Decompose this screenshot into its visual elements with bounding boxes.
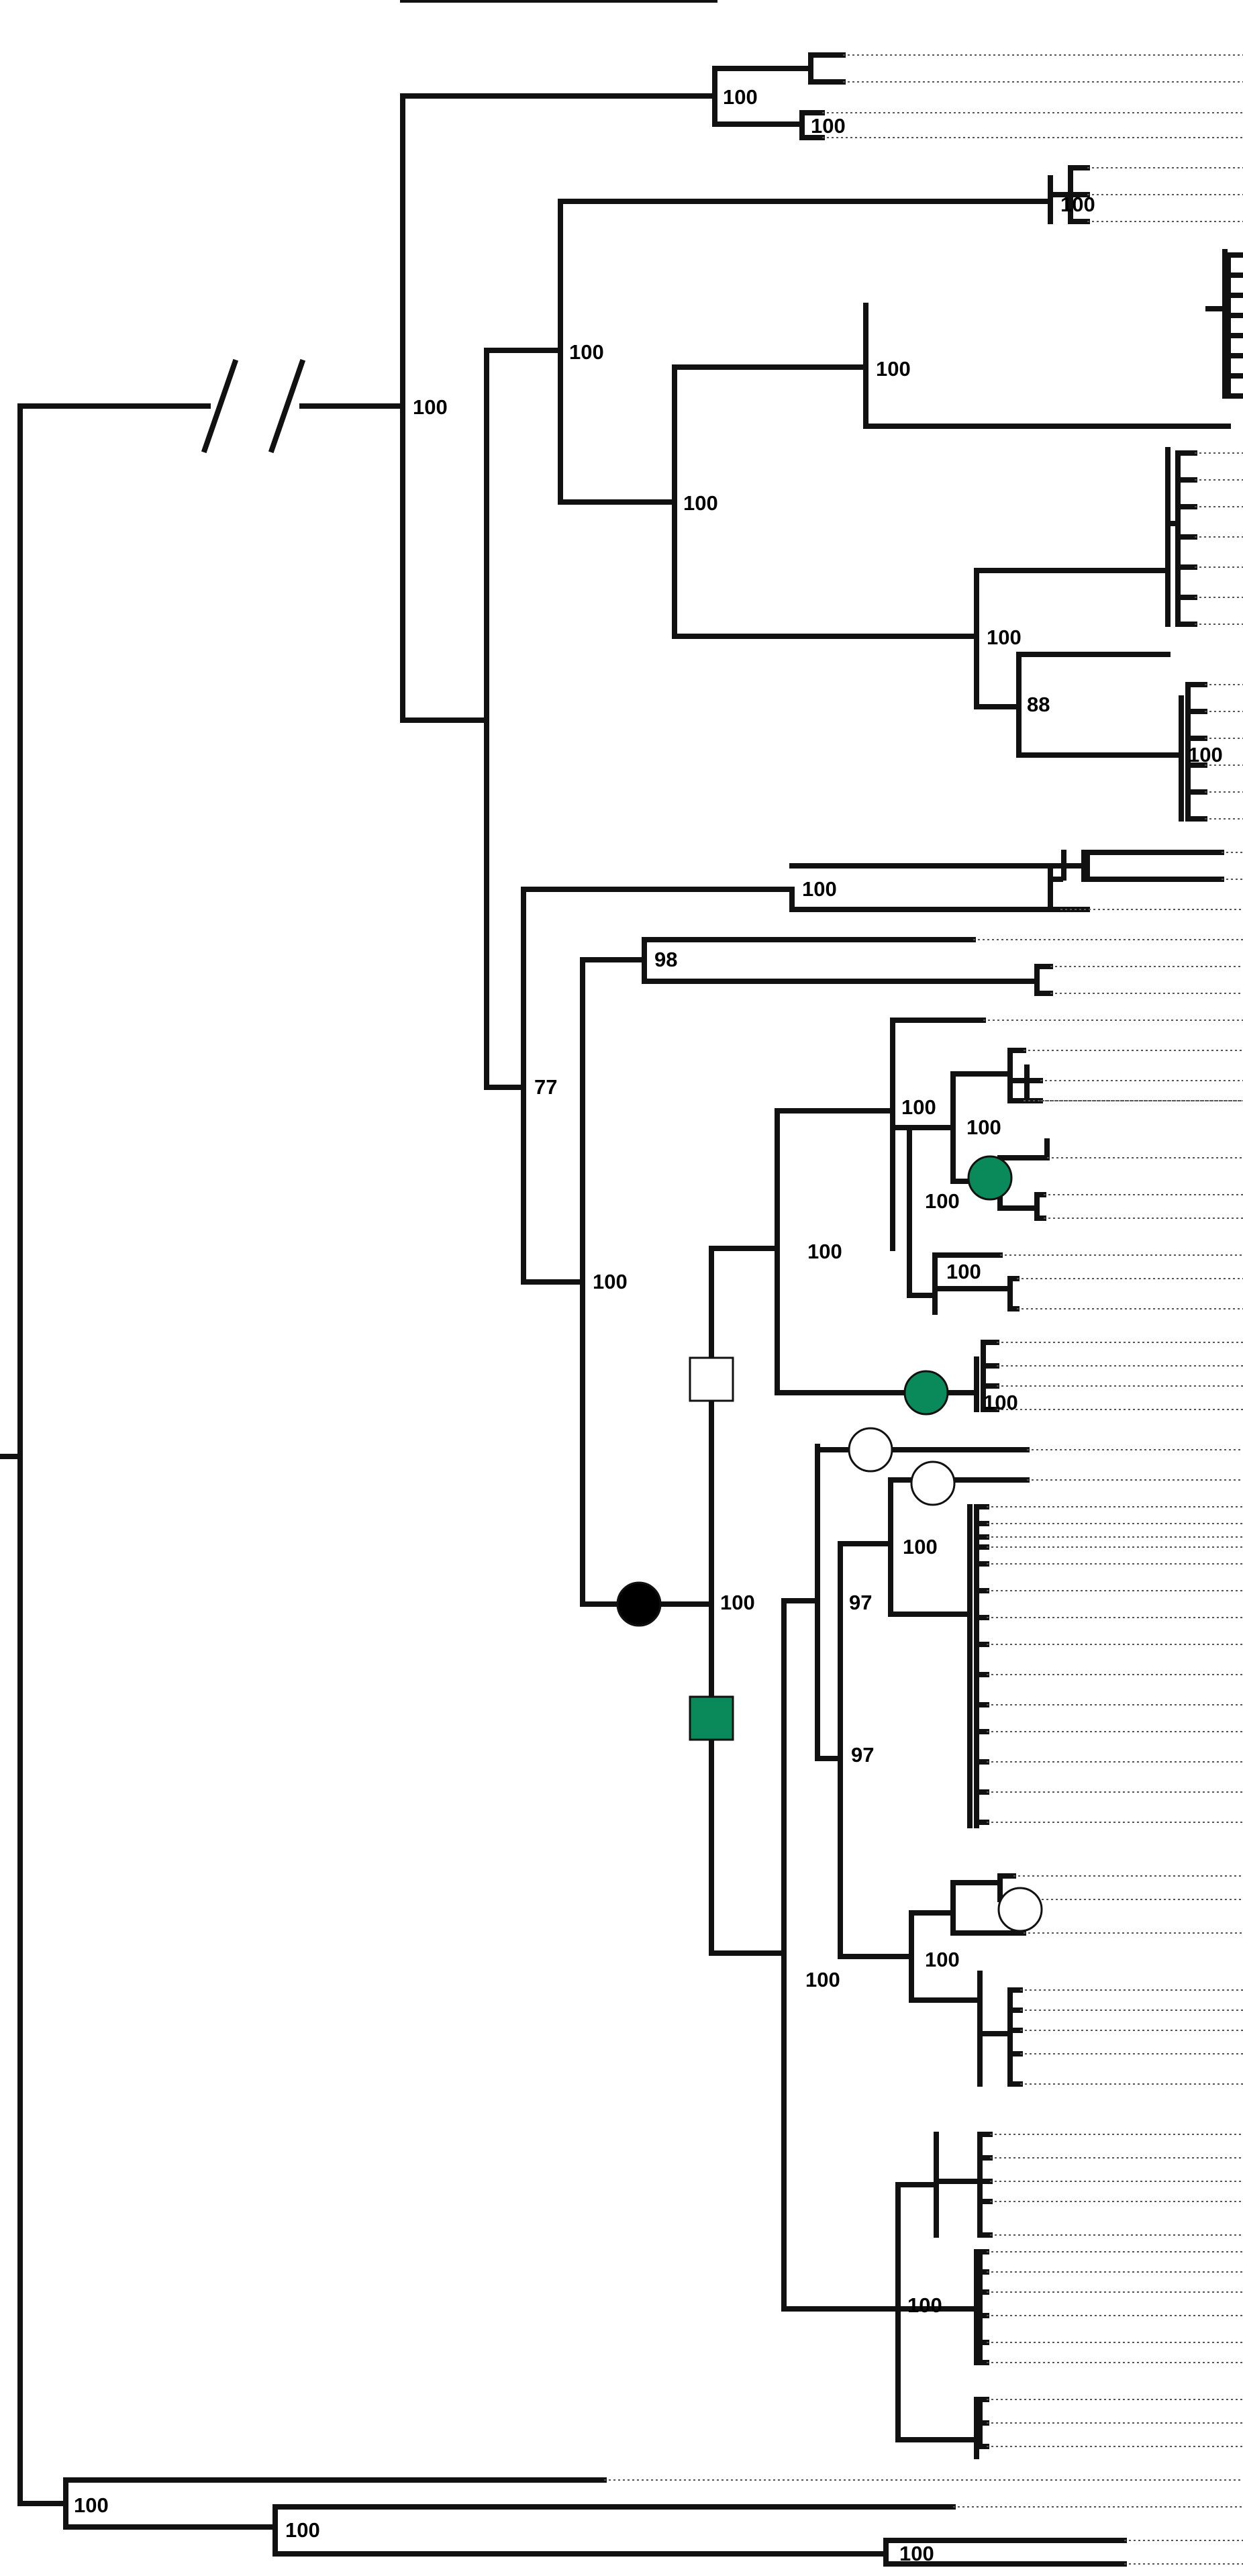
white-square-marker bbox=[689, 1356, 734, 1402]
support-value-label: 100 bbox=[720, 1591, 755, 1614]
support-value-label: 100 bbox=[901, 1095, 936, 1119]
support-value-label: 100 bbox=[983, 1391, 1018, 1414]
support-value-label: 100 bbox=[723, 85, 758, 109]
black-circle-marker bbox=[616, 1581, 662, 1627]
support-value-label: 100 bbox=[903, 1535, 938, 1558]
support-value-label: 100 bbox=[285, 2518, 320, 2542]
support-value-label: 100 bbox=[811, 114, 846, 138]
support-value-label: 100 bbox=[987, 626, 1022, 649]
support-value-label: 100 bbox=[946, 1260, 981, 1283]
break-mark bbox=[201, 358, 239, 454]
support-value-label: 100 bbox=[807, 1240, 842, 1263]
character-markers bbox=[616, 1155, 1043, 1932]
support-value-label: 88 bbox=[1027, 693, 1050, 716]
support-value-label: 100 bbox=[593, 1270, 628, 1293]
support-value-label: 100 bbox=[74, 2493, 109, 2517]
support-value-label: 100 bbox=[1060, 193, 1095, 216]
support-value-label: 100 bbox=[683, 491, 718, 515]
support-value-label: 100 bbox=[805, 1968, 840, 1991]
support-value-label: 100 bbox=[925, 1189, 960, 1213]
support-value-label: 100 bbox=[876, 357, 911, 381]
support-value-label: 97 bbox=[851, 1743, 874, 1767]
white-circle-marker bbox=[848, 1427, 893, 1473]
support-value-label: 98 bbox=[654, 948, 677, 971]
support-value-label: 100 bbox=[907, 2293, 942, 2317]
white-circle-marker bbox=[910, 1460, 956, 1506]
green-square-marker bbox=[689, 1695, 734, 1741]
break-mark bbox=[268, 358, 306, 454]
support-value-label: 100 bbox=[569, 340, 604, 364]
support-value-label: 97 bbox=[849, 1591, 872, 1614]
support-value-label: 100 bbox=[413, 395, 448, 419]
green-circle-marker bbox=[903, 1370, 949, 1416]
support-value-label: 100 bbox=[1188, 743, 1223, 766]
leaf-leaders bbox=[604, 54, 1243, 2565]
green-circle-marker bbox=[967, 1155, 1013, 1201]
support-value-label: 77 bbox=[534, 1075, 557, 1099]
support-value-label: 100 bbox=[899, 2542, 934, 2565]
support-value-label: 100 bbox=[925, 1948, 960, 1971]
white-circle-marker bbox=[997, 1887, 1043, 1932]
support-value-label: 100 bbox=[802, 877, 837, 901]
support-labels: 100 100 100 100 100 100 100 100 88 100 100 98 77 100 1… bbox=[74, 85, 1223, 2565]
support-value-label: 100 bbox=[966, 1116, 1001, 1139]
